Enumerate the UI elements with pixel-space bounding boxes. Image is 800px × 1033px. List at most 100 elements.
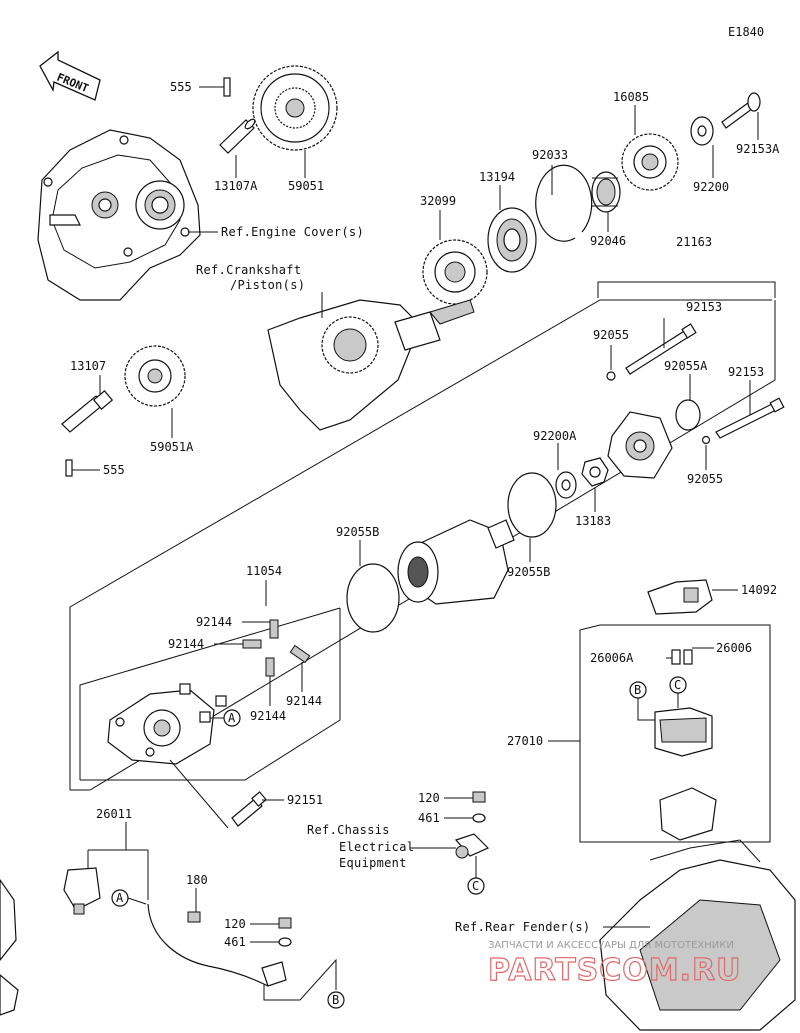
bolt-120-upper [472, 791, 486, 803]
label-92200A: 92200A [533, 429, 577, 443]
engine-cover-drawing [37, 129, 201, 301]
gear-16085 [621, 133, 679, 191]
spring-92144-3 [265, 657, 275, 677]
starter-motor [397, 519, 515, 605]
rear-fender-drawing [599, 839, 796, 1031]
ground-terminal [454, 833, 490, 859]
callout-a-upper: A [223, 709, 241, 727]
label-92153-upper: 92153 [686, 300, 722, 314]
cap-14092 [647, 579, 713, 615]
label-14092: 14092 [741, 583, 777, 597]
label-27010: 27010 [507, 734, 543, 748]
label-120-lower: 120 [224, 917, 246, 931]
label-92144-a: 92144 [196, 615, 232, 629]
callout-c-relay-text: C [674, 678, 681, 692]
label-92200: 92200 [693, 180, 729, 194]
label-461-lower: 461 [224, 935, 246, 949]
label-13194: 13194 [479, 170, 515, 184]
brush-holder-plate [107, 683, 227, 765]
starter-cable [147, 903, 287, 987]
callout-c-relay: C [669, 676, 687, 694]
washer-461-upper [472, 813, 486, 823]
bolt-92151 [231, 791, 267, 827]
callout-b-relay: B [629, 681, 647, 699]
callout-a-upper-text: A [228, 711, 236, 725]
label-180: 180 [186, 873, 208, 887]
label-92144-c: 92144 [250, 709, 286, 723]
callout-b-cable-text: B [332, 993, 339, 1007]
label-92033: 92033 [532, 148, 568, 162]
watermark-logo: PARTSCOM.RU [488, 953, 742, 988]
callout-c-chassis-text: C [472, 879, 479, 893]
pin-555-top [223, 77, 231, 97]
callout-c-chassis: C [467, 877, 485, 895]
label-555-bottom: 555 [103, 463, 125, 477]
bearing-92046 [591, 171, 621, 213]
label-59051A: 59051A [150, 440, 194, 454]
bolt-92153A [721, 92, 761, 129]
pin-555-bottom [65, 459, 73, 477]
bolt-92153-lower [715, 397, 785, 439]
label-92055A: 92055A [664, 359, 708, 373]
label-92055-lower: 92055 [687, 472, 723, 486]
label-21163: 21163 [676, 235, 712, 249]
label-92153-lower: 92153 [728, 365, 764, 379]
spring-92144-1 [269, 619, 279, 639]
bolt-92153-upper [625, 323, 697, 375]
shaft-13107 [61, 390, 114, 433]
relay-27010 [654, 707, 713, 757]
crankshaft-drawing [267, 299, 475, 431]
label-13107A: 13107A [214, 179, 258, 193]
label-120-upper: 120 [418, 791, 440, 805]
oring-92055B-left [346, 563, 400, 633]
gear-59051 [252, 65, 338, 151]
terminal-cap [63, 867, 101, 915]
relay-cover [659, 787, 717, 841]
ref-crankshaft-line2: /Piston(s) [230, 278, 305, 292]
fuse-26006 [671, 649, 693, 665]
label-26006: 26006 [716, 641, 752, 655]
oring-92055-upper [606, 371, 616, 381]
label-92046: 92046 [590, 234, 626, 248]
label-555-top: 555 [170, 80, 192, 94]
bolt-120-lower [278, 917, 292, 929]
washer-92200A [555, 471, 577, 499]
ref-chassis-line1: Ref.Chassis [307, 823, 390, 837]
ref-chassis-line2: Electrical [339, 840, 414, 854]
label-92055B-left: 92055B [336, 525, 379, 539]
washer-461-lower [278, 937, 292, 947]
ref-chassis-line3: Equipment [339, 856, 407, 870]
spring-92144-4 [289, 644, 311, 664]
left-edge-partial-parts [0, 878, 19, 1016]
ref-rear-fender: Ref.Rear Fender(s) [455, 920, 590, 934]
label-92055B-right: 92055B [507, 565, 550, 579]
label-26006A: 26006A [590, 651, 634, 665]
oring-92055B-right [507, 472, 557, 538]
bolt-180 [187, 911, 201, 923]
callout-a-cable: A [111, 889, 129, 907]
clutch-13194 [487, 207, 537, 273]
label-92055-upper: 92055 [593, 328, 629, 342]
gear-32099 [422, 239, 488, 305]
label-13107: 13107 [70, 359, 106, 373]
label-32099: 32099 [420, 194, 456, 208]
label-92144-d: 92144 [286, 694, 322, 708]
callout-a-cable-text: A [116, 891, 124, 905]
label-16085: 16085 [613, 90, 649, 104]
label-92144-b: 92144 [168, 637, 204, 651]
plate-13183 [581, 457, 609, 487]
label-92153A: 92153A [736, 142, 780, 156]
label-26011: 26011 [96, 807, 132, 821]
gear-59051A [124, 345, 186, 407]
callout-b-cable: B [327, 991, 345, 1009]
label-92151: 92151 [287, 793, 323, 807]
starter-end-cover [607, 411, 673, 479]
oring-92055-lower [701, 435, 711, 445]
label-11054: 11054 [246, 564, 282, 578]
label-461-upper: 461 [418, 811, 440, 825]
ref-engine-cover: Ref.Engine Cover(s) [221, 225, 364, 239]
shaft-13107A [219, 118, 256, 154]
circlip-92033 [535, 164, 593, 242]
front-arrow-icon: FRONT [39, 50, 101, 101]
